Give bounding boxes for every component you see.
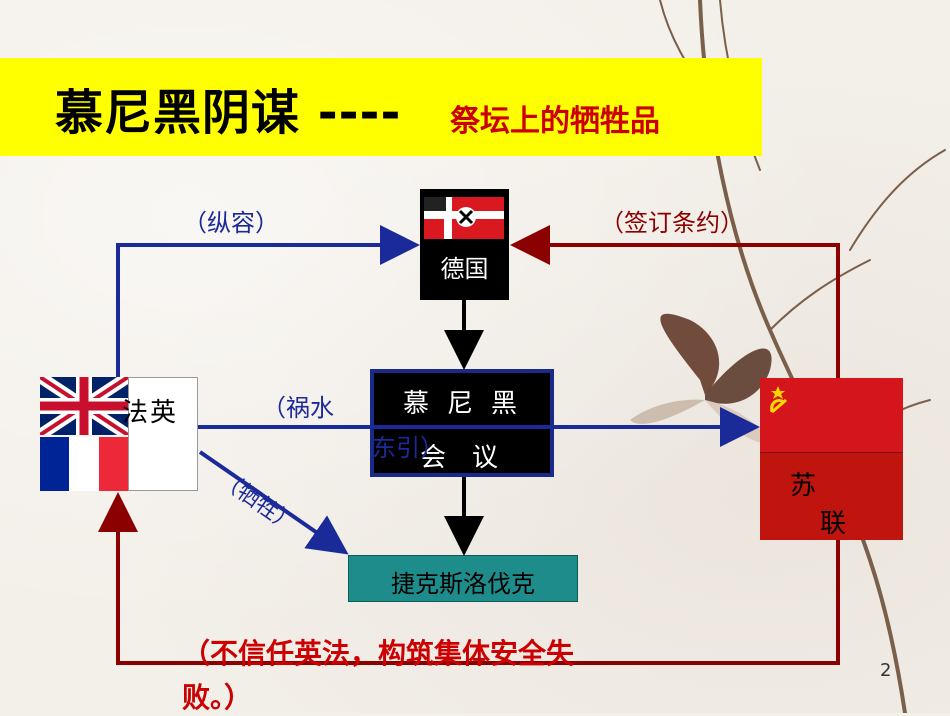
germany-label: 德国 — [440, 255, 489, 283]
france-flag-icon — [40, 437, 128, 491]
ussr-label-2: 联 — [820, 509, 847, 539]
germany-node: 德国 — [420, 189, 509, 300]
treaty-arrow — [510, 225, 840, 378]
ussr-label-1: 苏 — [790, 471, 817, 501]
munich-conference-node: 慕尼黑 会议 — [370, 369, 554, 477]
czechoslovakia-node: 捷克斯洛伐克 — [348, 555, 578, 602]
distrust-arrow — [98, 492, 840, 665]
page-subtitle: 祭坛上的牺牲品 — [450, 104, 660, 139]
appeasement-arrow — [116, 225, 420, 377]
title-banner — [0, 58, 762, 156]
czechoslovakia-label: 捷克斯洛伐克 — [391, 570, 535, 598]
soviet-flag — [760, 378, 903, 452]
munich-label: 慕尼黑 — [402, 389, 535, 419]
appeasement-label: （纵容） — [183, 209, 279, 237]
britain-france-panel — [128, 377, 198, 491]
divert-label-1: （祸水 — [262, 394, 334, 422]
page-title: 慕尼黑阴谋 ---- — [55, 85, 402, 141]
page-number: 2 — [880, 660, 892, 681]
distrust-label-1: （不信任英法，构筑集体安全失 — [182, 637, 575, 670]
conference-label: 会议 — [419, 443, 524, 473]
sacrifice-arrow — [198, 450, 349, 555]
ussr-node: 苏 联 — [760, 452, 903, 540]
britain-france-label: 法英 — [122, 398, 179, 428]
hammer-sickle-icon — [770, 386, 787, 414]
uk-flag-icon — [36, 371, 132, 441]
german-flag-icon — [424, 197, 504, 239]
treaty-label: （签订条约） — [600, 209, 744, 237]
divert-label-2: 东引） — [372, 434, 444, 462]
distrust-label-2: 败。） — [182, 681, 253, 714]
